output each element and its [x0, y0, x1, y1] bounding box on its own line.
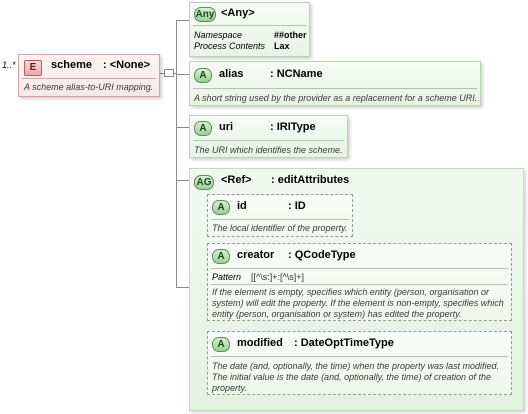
scheme-name: scheme	[51, 59, 92, 71]
any-badge-icon: Any	[194, 7, 216, 22]
alias-attribute-icon: A	[194, 68, 212, 83]
modified-doc-line-1: The date (and, optionally, the time) whe…	[212, 361, 499, 371]
modified-type: : DateOptTimeType	[294, 337, 394, 349]
scheme-doc: A scheme alias-to-URI mapping.	[24, 82, 154, 92]
creator-type: : QCodeType	[288, 249, 356, 261]
uri-type: : IRIType	[270, 121, 316, 133]
alias-separator	[193, 88, 477, 89]
any-box[interactable]: Any <Any> Namespace ##other Process Cont…	[189, 2, 310, 57]
modified-attribute-icon: A	[212, 337, 230, 352]
connector-group	[176, 180, 190, 181]
creator-pattern-value: [[^\s:]+:[^\s]+]	[251, 272, 304, 282]
creator-doc-line-3: entity (person, organisation or system) …	[212, 309, 462, 319]
scheme-separator	[22, 78, 156, 79]
creator-pattern-label: Pattern	[212, 272, 242, 282]
uri-separator	[193, 140, 344, 141]
uri-name: uri	[219, 121, 234, 133]
connector-uri	[176, 127, 190, 128]
any-process-label: Process Contents	[194, 41, 266, 51]
connector-any	[176, 20, 190, 21]
creator-separator	[211, 268, 508, 269]
sequence-connector-icon	[164, 69, 174, 77]
attribute-group-icon: AG	[194, 175, 214, 190]
uri-attribute-box[interactable]: A uri : IRIType The URI which identifies…	[189, 115, 348, 158]
uri-doc: The URI which identifies the scheme.	[194, 145, 343, 155]
element-badge-icon: E	[24, 60, 42, 76]
connector-trunk-stub	[174, 73, 177, 74]
connector-alias	[176, 74, 190, 75]
any-namespace-value: ##other	[274, 30, 307, 40]
creator-pattern-separator	[211, 284, 508, 285]
alias-name: alias	[219, 68, 244, 80]
creator-name: creator	[237, 249, 275, 261]
modified-doc-line-2: The initial value is the date (and, opti…	[212, 372, 491, 382]
id-name: id	[237, 200, 247, 212]
modified-separator	[211, 356, 508, 357]
multiplicity-label: 1..*	[2, 60, 16, 70]
alias-type: : NCName	[270, 68, 323, 80]
scheme-type: : <None>	[103, 59, 151, 71]
modified-attribute-box[interactable]: A modified : DateOptTimeType The date (a…	[207, 331, 512, 395]
group-name: <Ref>	[221, 174, 252, 186]
creator-doc-line-2: system) will edit the property. If the e…	[212, 298, 504, 308]
creator-attribute-box[interactable]: A creator : QCodeType Pattern [[^\s:]+:[…	[207, 243, 512, 321]
id-separator	[211, 219, 349, 220]
alias-doc: A short string used by the provider as a…	[194, 93, 478, 103]
scheme-element-box[interactable]: E scheme : <None> A scheme alias-to-URI …	[18, 54, 160, 97]
creator-doc-line-1: If the element is empty, specifies which…	[212, 287, 489, 297]
group-type: : editAttributes	[271, 174, 350, 186]
any-namespace-label: Namespace	[194, 30, 243, 40]
id-type: : ID	[288, 200, 306, 212]
creator-attribute-icon: A	[212, 249, 230, 264]
uri-attribute-icon: A	[194, 121, 212, 136]
id-attribute-icon: A	[212, 200, 230, 215]
any-process-value: Lax	[274, 41, 290, 51]
id-doc: The local identifier of the property.	[212, 223, 348, 233]
id-attribute-box[interactable]: A id : ID The local identifier of the pr…	[207, 194, 353, 237]
modified-doc-line-3: property.	[212, 383, 247, 393]
any-separator	[193, 25, 306, 26]
alias-attribute-box[interactable]: A alias : NCName A short string used by …	[189, 61, 481, 106]
modified-name: modified	[237, 337, 283, 349]
connector-trunk	[176, 20, 177, 288]
any-name: <Any>	[221, 7, 255, 19]
